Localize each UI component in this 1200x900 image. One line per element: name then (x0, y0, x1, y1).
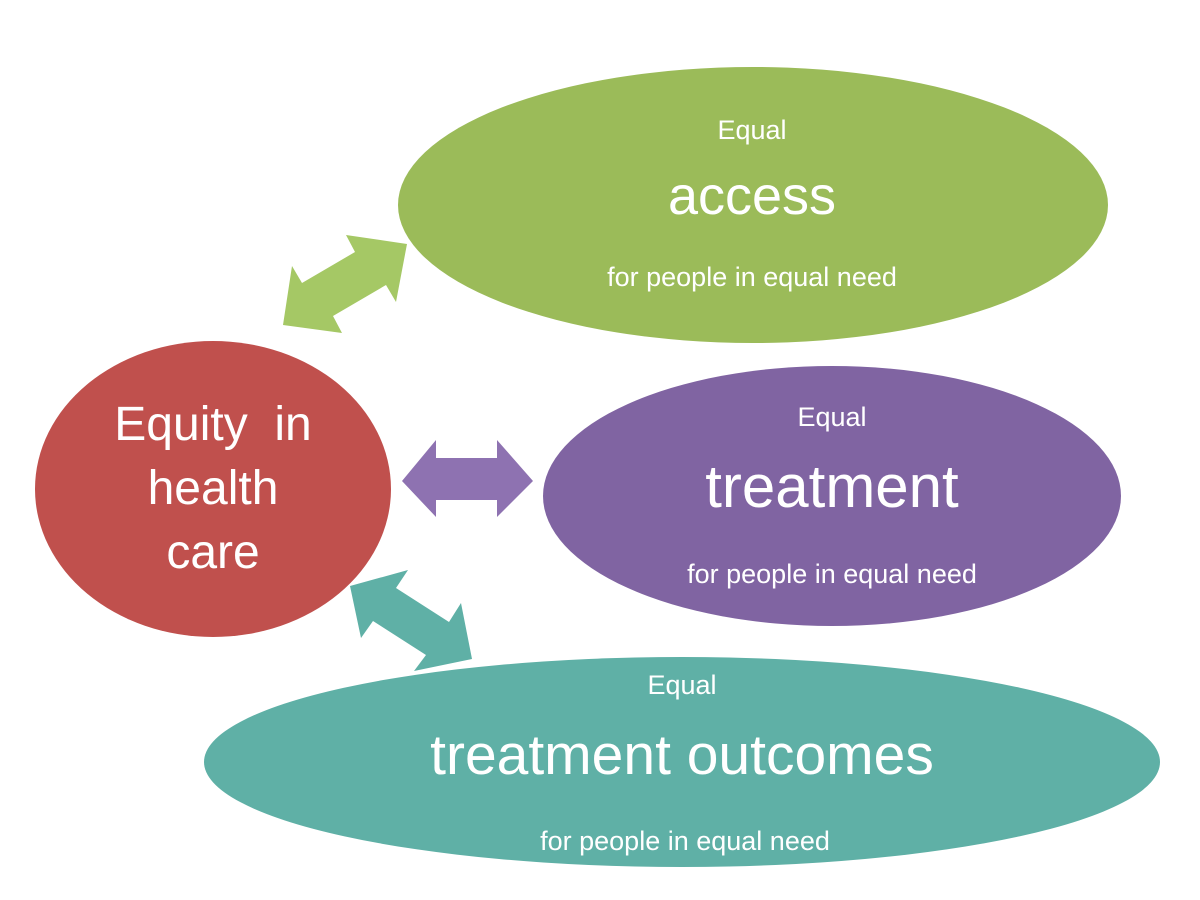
access-ellipse (398, 67, 1108, 343)
equity-node: Equity in health care (35, 341, 391, 637)
equity-label-line-3: care (166, 526, 259, 579)
treatment-main-label: treatment (705, 453, 959, 520)
access-double-arrow (283, 235, 407, 333)
outcomes-top-label: Equal (647, 670, 716, 700)
treatment-double-arrow (402, 440, 533, 517)
outcomes-node: Equal treatment outcomes for people in e… (204, 657, 1160, 867)
outcomes-main-label: treatment outcomes (430, 723, 934, 787)
equity-label-line-1: Equity in (114, 398, 311, 451)
access-main-label: access (668, 166, 836, 226)
equity-label-line-2: health (148, 462, 279, 515)
outcomes-ellipse (204, 657, 1160, 867)
treatment-top-label: Equal (797, 402, 866, 432)
treatment-ellipse (543, 366, 1121, 626)
outcomes-double-arrow (350, 570, 472, 671)
access-top-label: Equal (717, 115, 786, 145)
treatment-bottom-label: for people in equal need (687, 559, 977, 589)
treatment-node: Equal treatment for people in equal need (543, 366, 1121, 626)
access-bottom-label: for people in equal need (607, 262, 897, 292)
outcomes-bottom-label: for people in equal need (540, 826, 830, 856)
equity-ellipse (35, 341, 391, 637)
access-node: Equal access for people in equal need (398, 67, 1108, 343)
